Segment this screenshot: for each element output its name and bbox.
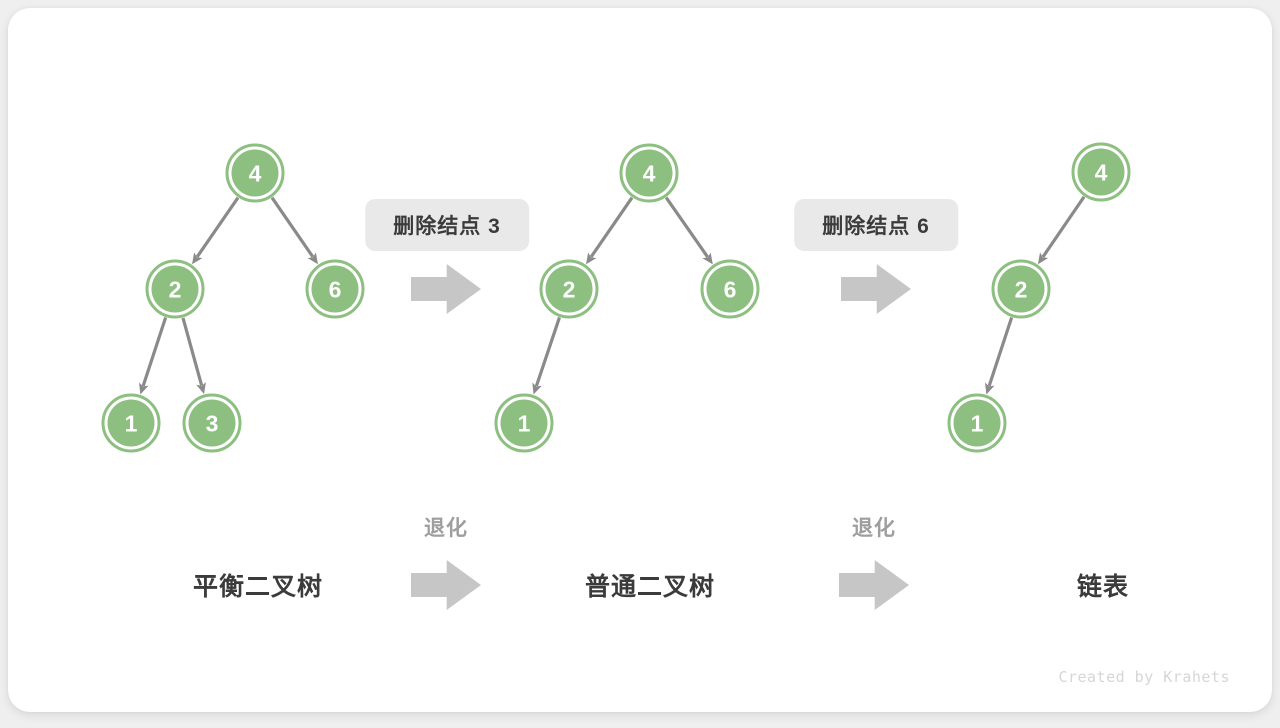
tree-edge (270, 196, 318, 265)
tree-node-1: 1 (947, 393, 1007, 453)
tree-edge (532, 316, 561, 395)
degrade-label: 退化 (852, 517, 896, 540)
tree-balanced-binary-tree: 4 2 6 1 3 (101, 143, 365, 453)
diagram-card: 4 2 6 1 3 4 2 6 1 4 2 1 删除结点 3 删除结点 6 退化 退化 平衡二叉树 普… (8, 8, 1272, 712)
tree-node-value: 2 (563, 276, 576, 302)
tree-node-value: 1 (125, 410, 138, 436)
stage-ordinary-binary-tree: 普通二叉树 (584, 573, 716, 601)
tree-node-value: 6 (329, 276, 342, 302)
tree-node-3: 3 (182, 393, 242, 453)
tree-node-value: 2 (1015, 276, 1028, 302)
tree-node-2: 2 (991, 259, 1051, 319)
tree-node-4: 4 (225, 143, 285, 203)
tree-node-value: 3 (206, 410, 219, 436)
tree-node-2: 2 (145, 259, 205, 319)
watermark: Created by Krahets (1058, 668, 1230, 686)
tree-node-value: 4 (249, 160, 262, 186)
tree-edge (192, 196, 240, 265)
tree-edge (139, 317, 168, 395)
tree-node-6: 6 (305, 259, 365, 319)
tree-node-1: 1 (494, 393, 554, 453)
tree-node-value: 4 (1095, 159, 1108, 185)
tree-node-2: 2 (539, 259, 599, 319)
tree-ordinary-binary-tree: 4 2 6 1 (494, 143, 760, 453)
tree-edge (586, 196, 634, 265)
tree-edge (181, 317, 206, 395)
tree-node-value: 2 (169, 276, 182, 302)
tree-edge (1037, 195, 1086, 265)
tree-edge (664, 196, 713, 265)
trees-canvas: 4 2 6 1 3 4 2 6 1 4 2 1 (101, 142, 1131, 453)
tree-node-1: 1 (101, 393, 161, 453)
tree-node-6: 6 (700, 259, 760, 319)
tree-node-value: 1 (518, 410, 531, 436)
tree-node-value: 6 (724, 276, 737, 302)
degrade-label: 退化 (424, 517, 468, 540)
tree-linked-list: 4 2 1 (947, 142, 1131, 453)
delete-node-6-label: 删除结点 6 (794, 199, 958, 251)
tree-node-4: 4 (619, 143, 679, 203)
tree-node-value: 4 (643, 160, 656, 186)
tree-node-4: 4 (1071, 142, 1131, 202)
tree-edge (985, 317, 1014, 395)
stage-balanced-binary-tree: 平衡二叉树 (192, 573, 324, 601)
tree-node-value: 1 (971, 410, 984, 436)
stage-linked-list: 链表 (1076, 573, 1130, 601)
delete-node-3-label: 删除结点 3 (365, 199, 529, 251)
